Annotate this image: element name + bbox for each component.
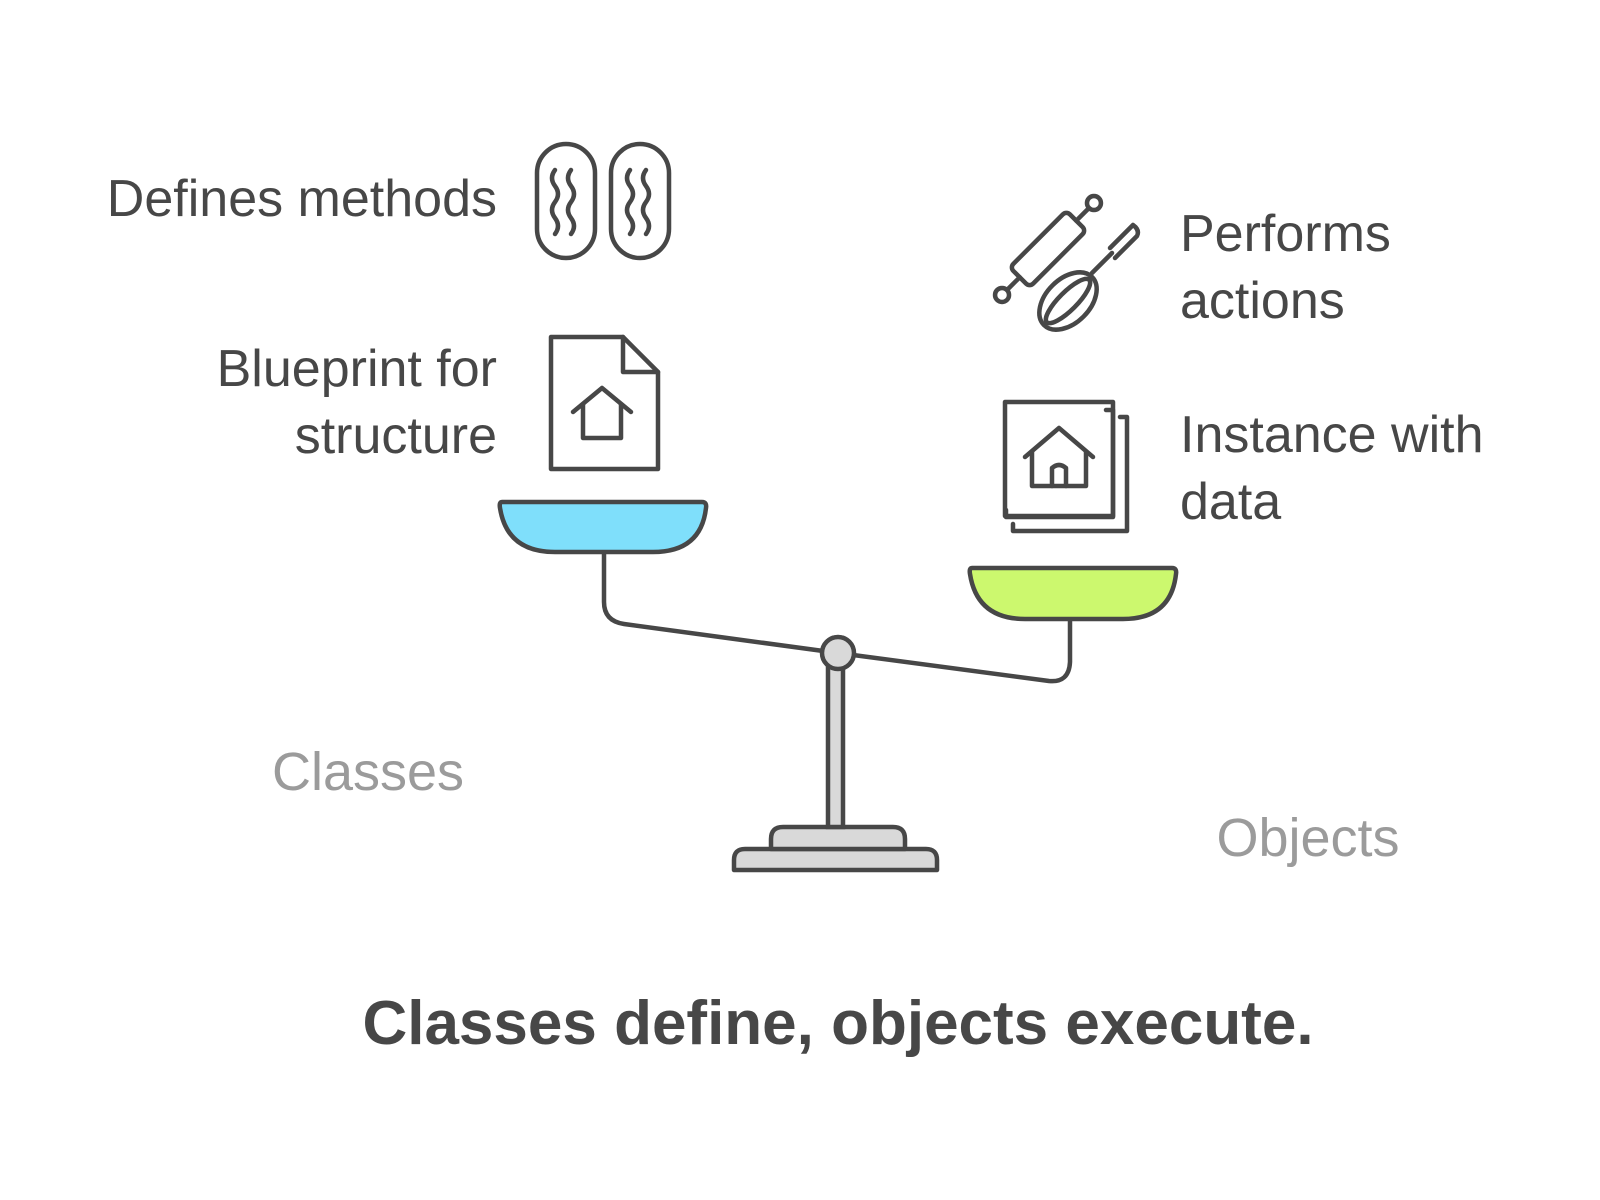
instance-with-data-label-line-2: data: [1180, 473, 1281, 531]
scale-pivot: [819, 634, 857, 672]
left-pan-hanger: [601, 552, 839, 656]
performs-actions-label-line-2: actions: [1180, 272, 1345, 330]
classes-group-label: Classes: [272, 742, 464, 802]
left-pan: [497, 499, 709, 555]
scale-base: [731, 846, 940, 873]
balance-scale: [497, 499, 1179, 873]
right-pan: [967, 565, 1179, 622]
scale-base-top: [768, 824, 908, 852]
rolling-pin-and-whisk-icon: [992, 193, 1141, 332]
diagram-caption: Classes define, objects execute.: [362, 989, 1313, 1058]
blueprint-label-line-1: Blueprint for: [217, 340, 497, 398]
right-pan-hanger: [837, 619, 1073, 684]
scale-pillar: [825, 659, 846, 830]
blueprint-label-line-2: structure: [295, 407, 497, 465]
house-photo-stack-icon: [1002, 399, 1130, 534]
objects-group-label: Objects: [1216, 808, 1399, 868]
recipe-cards-icon: [534, 141, 672, 261]
house-blueprint-document-icon: [548, 334, 661, 472]
defines-methods-label: Defines methods: [107, 170, 497, 228]
performs-actions-label-line-1: Performs: [1180, 205, 1391, 263]
instance-with-data-label-line-1: Instance with: [1180, 406, 1484, 464]
